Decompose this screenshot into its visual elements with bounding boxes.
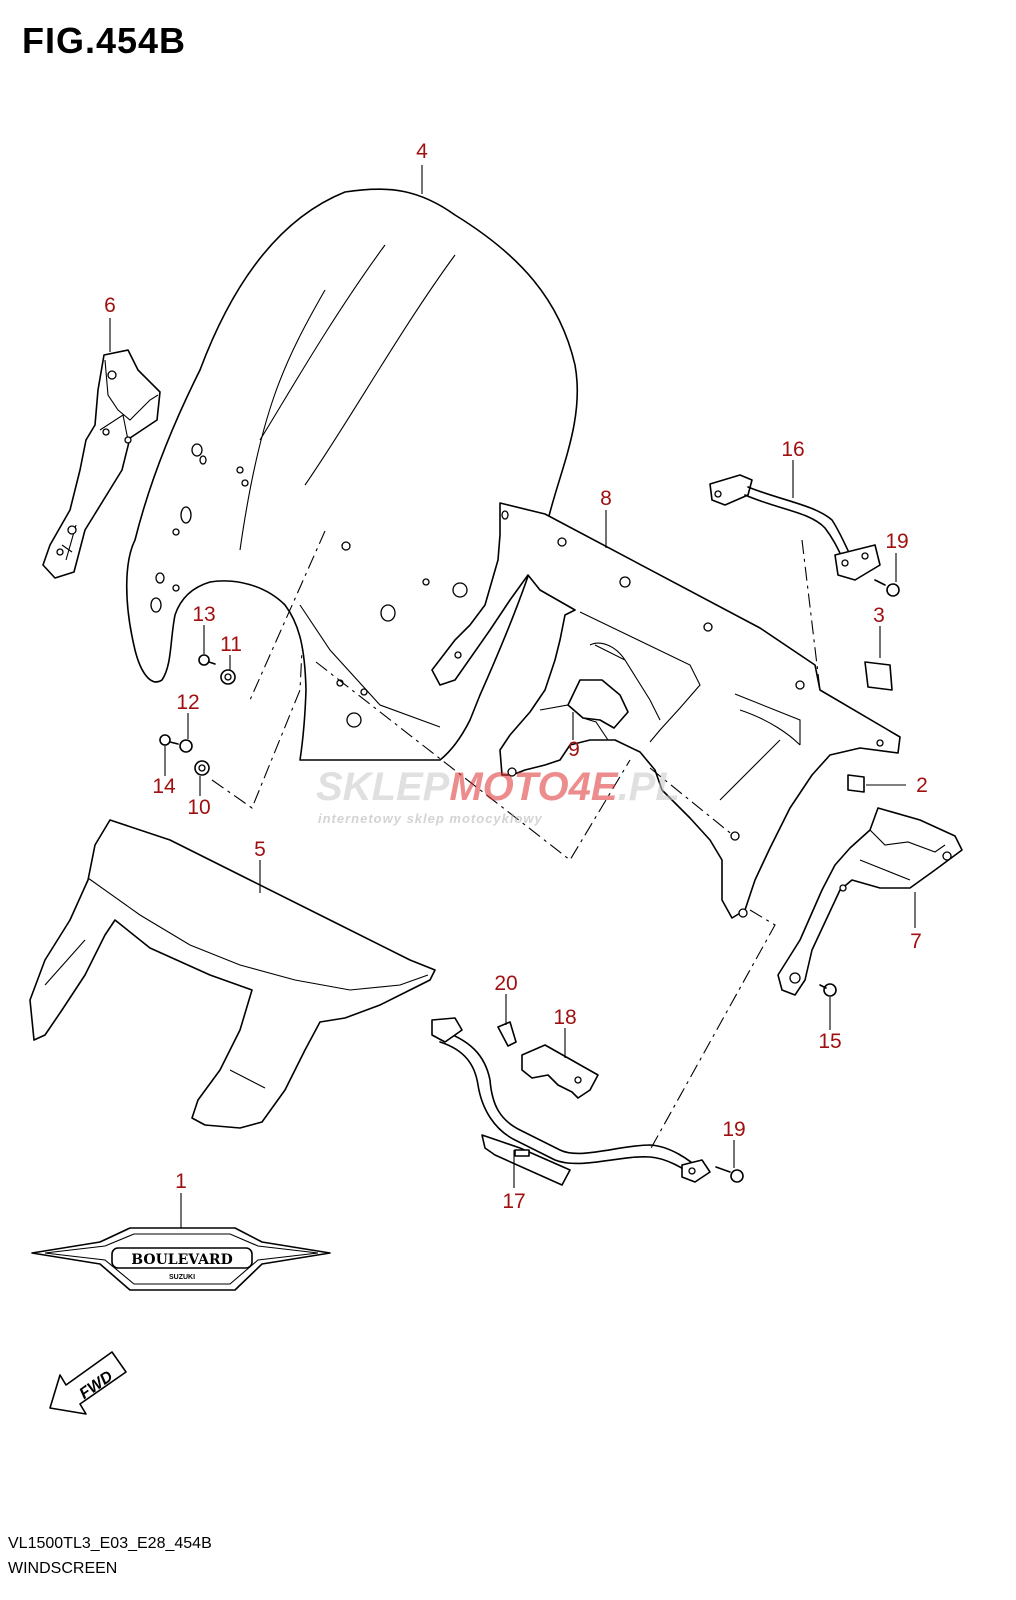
callout-10: 10 bbox=[187, 796, 210, 819]
part-16-support-rod[interactable] bbox=[709, 474, 881, 581]
callout-15: 15 bbox=[818, 1030, 841, 1053]
callout-6: 6 bbox=[104, 294, 116, 317]
watermark: SKLEPMOTO4E.PL internetowy sklep motocyk… bbox=[316, 765, 680, 826]
callout-14: 14 bbox=[152, 775, 176, 798]
part-4-windscreen[interactable] bbox=[125, 188, 579, 761]
watermark-part1: SKLEP bbox=[316, 765, 450, 809]
callout-11: 11 bbox=[220, 633, 242, 656]
part-11-grommet[interactable] bbox=[220, 669, 236, 685]
callout-13: 13 bbox=[192, 603, 215, 626]
part-7-right-bracket[interactable] bbox=[777, 807, 963, 996]
callout-20: 20 bbox=[494, 972, 517, 995]
callout-16: 16 bbox=[781, 438, 804, 461]
emblem-subtext: SUZUKI bbox=[169, 1274, 195, 1281]
part-20-bolt[interactable] bbox=[497, 1021, 517, 1047]
part-13-screw[interactable] bbox=[198, 654, 216, 666]
callout-7: 7 bbox=[910, 930, 922, 953]
part-10-grommet[interactable] bbox=[194, 760, 210, 776]
part-14-screw[interactable] bbox=[159, 734, 179, 746]
callout-18: 18 bbox=[553, 1006, 576, 1029]
callout-12: 12 bbox=[176, 691, 199, 714]
assembly-guide-lines bbox=[211, 530, 821, 1151]
emblem-text: BOULEVARD bbox=[131, 1252, 232, 1268]
callout-8: 8 bbox=[600, 487, 612, 510]
part-3-pad[interactable] bbox=[864, 661, 893, 691]
watermark-part4: .PL bbox=[618, 765, 680, 809]
part-9-sub-bracket[interactable] bbox=[567, 679, 629, 729]
callout-4: 4 bbox=[416, 140, 428, 163]
part-19-bolt-lower[interactable] bbox=[715, 1166, 744, 1183]
part-15-screw[interactable] bbox=[819, 983, 837, 997]
watermark-part3: 4E bbox=[568, 765, 619, 809]
svg-text:SKLEPMOTO4E.PL: SKLEPMOTO4E.PL bbox=[316, 765, 680, 809]
callout-19-upper: 19 bbox=[885, 530, 908, 553]
part-18-plate[interactable] bbox=[521, 1044, 599, 1099]
part-12-washer[interactable] bbox=[179, 739, 193, 753]
callout-17: 17 bbox=[502, 1190, 525, 1213]
callout-2: 2 bbox=[916, 774, 928, 797]
part-5-lower-cowl[interactable] bbox=[29, 819, 436, 1129]
part-1-emblem[interactable]: BOULEVARD SUZUKI bbox=[31, 1193, 331, 1291]
part-19-bolt-upper[interactable] bbox=[874, 579, 900, 597]
callout-1: 1 bbox=[175, 1170, 187, 1193]
model-code: VL1500TL3_E03_E28_454B bbox=[8, 1535, 212, 1552]
part-17-lower-stay[interactable] bbox=[431, 1017, 711, 1186]
callout-3: 3 bbox=[873, 604, 885, 627]
fwd-direction-arrow: FWD bbox=[49, 1351, 127, 1415]
part-2-small-pad[interactable] bbox=[847, 774, 865, 793]
callout-5: 5 bbox=[254, 838, 266, 861]
part-6-left-bracket[interactable] bbox=[42, 349, 161, 579]
watermark-part2: MOTO bbox=[449, 765, 568, 809]
figure-title: FIG.454B bbox=[22, 20, 187, 61]
watermark-tagline: internetowy sklep motocyklowy bbox=[318, 811, 543, 826]
callout-9: 9 bbox=[568, 738, 580, 761]
part-8-mount-bracket[interactable] bbox=[431, 502, 901, 919]
section-name: WINDSCREEN bbox=[8, 1560, 118, 1577]
callout-19-lower: 19 bbox=[722, 1118, 745, 1141]
